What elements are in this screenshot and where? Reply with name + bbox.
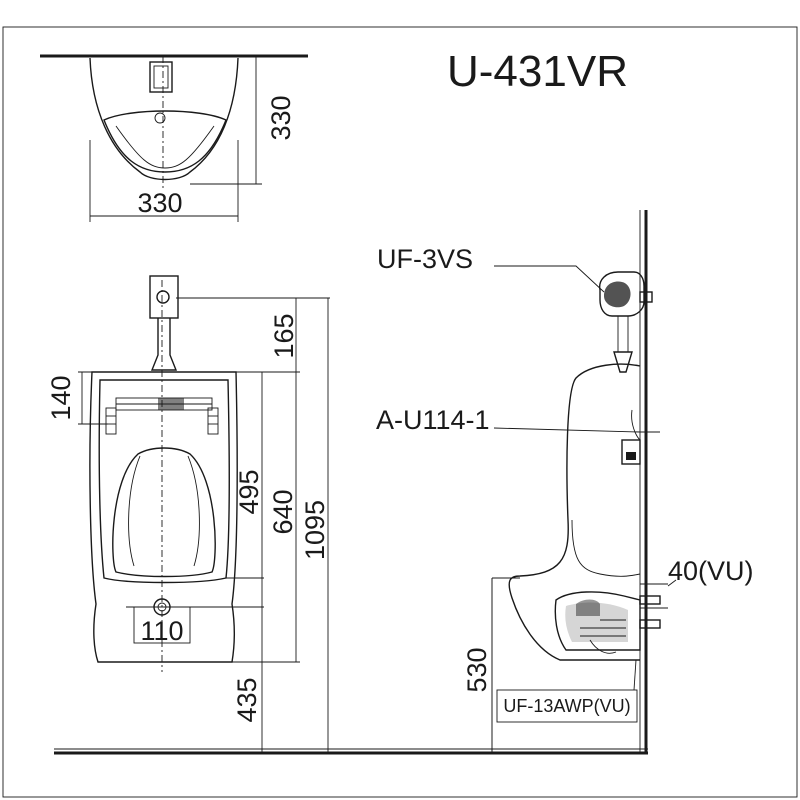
front-flush-valve: [149, 275, 179, 319]
model-title: U-431VR: [447, 47, 628, 96]
side-urinal-body: [508, 363, 641, 661]
front-dim-110-box: [133, 606, 191, 644]
front-right-nozzle: [207, 407, 219, 435]
top-view-depth-dim: 330: [266, 95, 296, 140]
side-view: UF-3VS A-U114-1 40(VU) 530 UF-13AWP(VU): [376, 210, 754, 754]
trap-label-box: [496, 689, 638, 723]
side-dim-530: 530: [462, 647, 492, 692]
front-flush-pipe: [150, 318, 178, 371]
label-40-vu: 40(VU): [668, 556, 754, 586]
leader-trap: [633, 659, 637, 691]
front-dim-165: 165: [269, 313, 299, 358]
front-urinal-rim: [98, 379, 231, 584]
front-dim-1095: 1095: [300, 500, 330, 560]
top-view-bowl-inner: [103, 110, 227, 173]
side-bracket: [621, 439, 641, 465]
leader-valve: [494, 265, 605, 293]
label-uf-3vs: UF-3VS: [377, 244, 473, 274]
front-flush-valve-button: [156, 290, 170, 304]
front-dim-495: 495: [234, 469, 264, 514]
front-dim-435: 435: [232, 677, 262, 722]
top-view-bowl-ridge: [115, 125, 215, 169]
leader-outlet: [667, 579, 677, 587]
drawing-frame: [2, 26, 798, 798]
front-view: 165 140 495 640 1095 435 110: [46, 275, 330, 752]
top-view-valve-body: [153, 65, 169, 89]
leader-bracket: [493, 427, 641, 433]
front-dim-140: 140: [46, 375, 76, 420]
front-inner-bowl: [112, 447, 216, 578]
front-dim-110: 110: [140, 616, 183, 646]
top-view-valve-icon: [149, 61, 173, 93]
label-uf-13awp: UF-13AWP(VU): [503, 696, 630, 716]
top-view-width-dim: 330: [137, 188, 182, 218]
top-view-drain: [154, 112, 166, 124]
front-left-nozzle: [105, 407, 117, 435]
top-view-bowl-outline: [89, 57, 239, 181]
top-view: 330 330: [40, 54, 308, 222]
label-a-u114-1: A-U114-1: [376, 405, 490, 435]
front-dim-640: 640: [268, 489, 298, 534]
